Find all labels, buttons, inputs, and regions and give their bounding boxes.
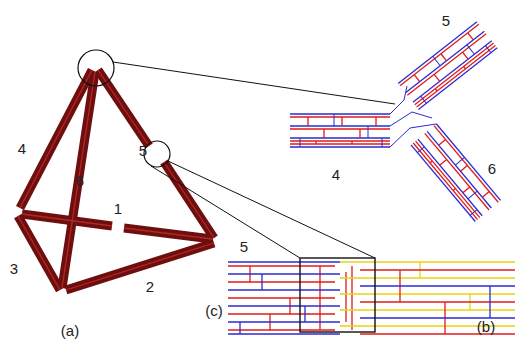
callout-number: 4: [18, 141, 26, 156]
callout-number: 4: [332, 167, 340, 182]
callout-number: 6: [488, 161, 496, 176]
callout-number: 5: [240, 239, 248, 254]
callout-number: 6: [76, 173, 84, 188]
callout-number: 5: [139, 143, 147, 158]
callout-number: 5: [442, 13, 450, 28]
callout-number: (b): [477, 319, 495, 334]
callout-number: (a): [61, 323, 79, 338]
callout-number: 3: [10, 261, 18, 276]
callout-number: 1: [114, 201, 122, 216]
callout-number: 2: [146, 279, 154, 294]
callout-number: (c): [205, 303, 223, 318]
